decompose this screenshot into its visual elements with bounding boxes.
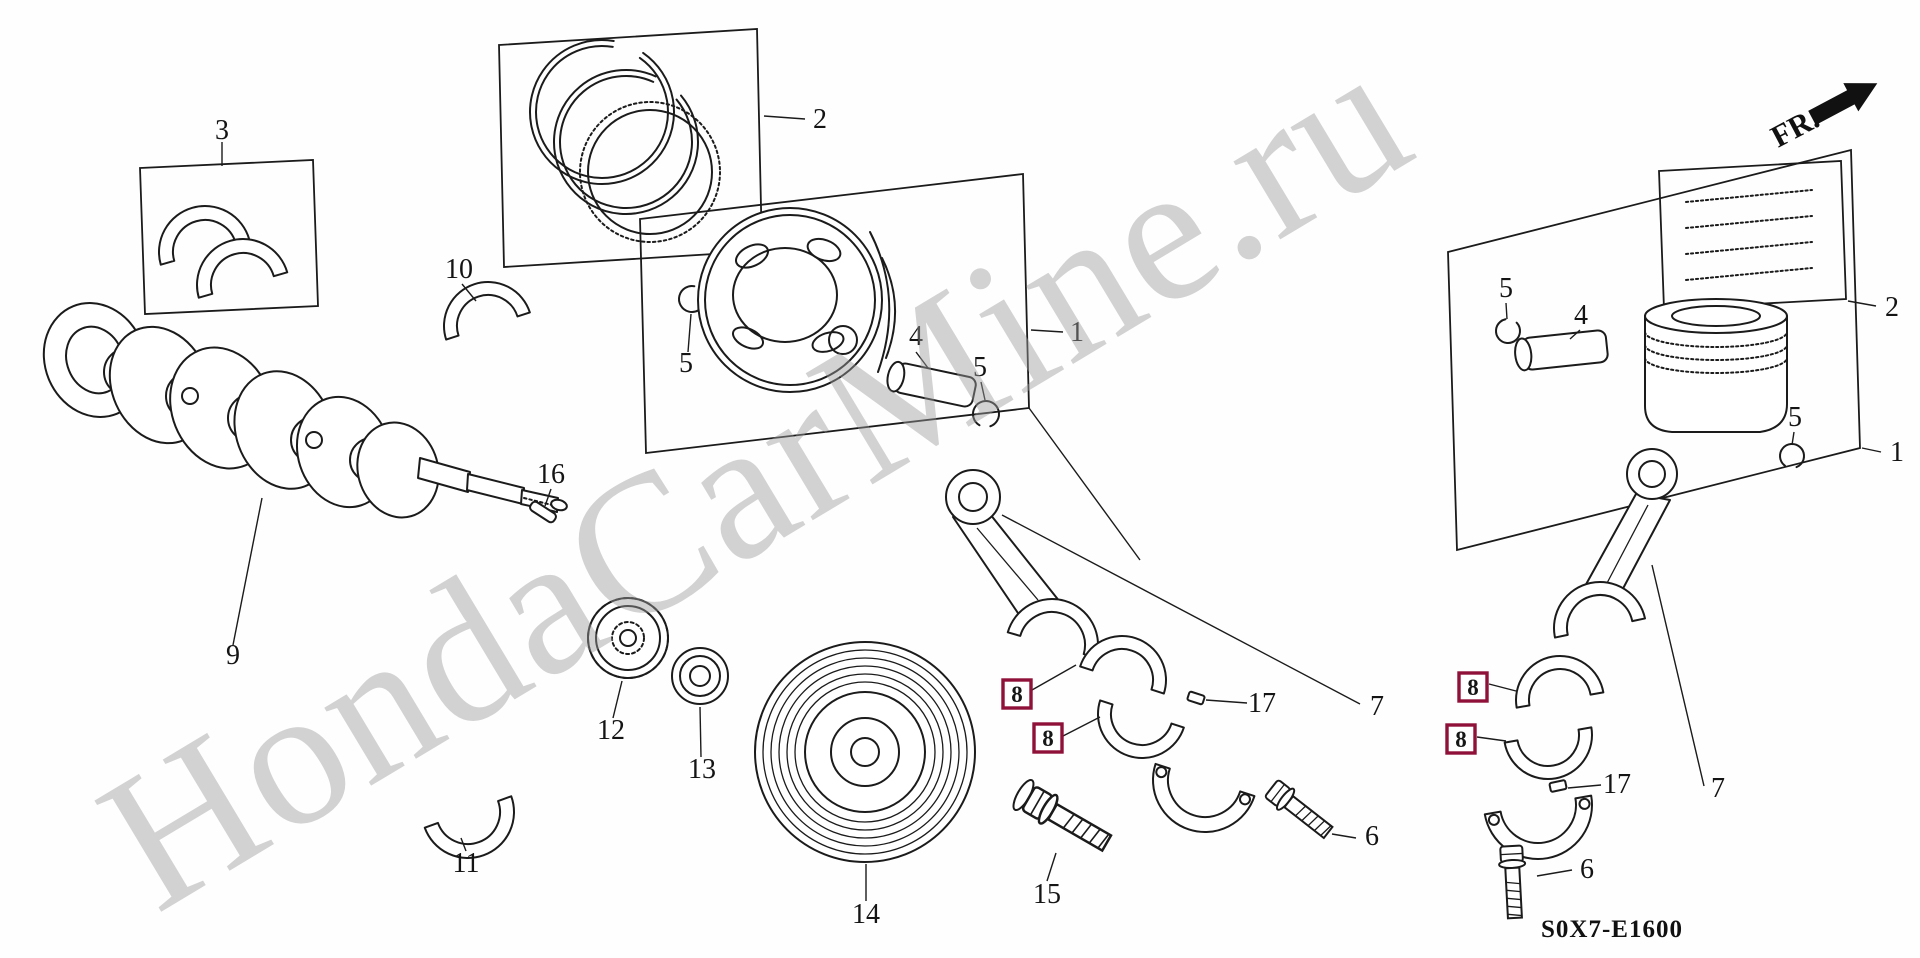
callout-8-highlight-3[interactable]: 8	[1457, 671, 1489, 703]
svg-text:8: 8	[1011, 682, 1023, 707]
callout-13[interactable]: 13	[688, 754, 716, 785]
key-illustration	[529, 500, 557, 524]
callout-14[interactable]: 14	[852, 899, 880, 930]
callout-2-left[interactable]: 2	[813, 104, 827, 135]
callout-5-left-a[interactable]: 5	[679, 348, 693, 379]
rod-bearings-right-illustration	[1503, 655, 1605, 780]
rod-cap-left-illustration	[1152, 762, 1256, 833]
crankshaft-illustration	[42, 302, 568, 519]
main-bearing-upper-illustration	[443, 281, 531, 341]
rod-bearings-left-illustration	[1079, 635, 1185, 759]
pulley-illustration	[754, 641, 976, 863]
callout-6-left[interactable]: 6	[1365, 821, 1379, 852]
callout-17-left[interactable]: 17	[1248, 688, 1276, 719]
svg-text:8: 8	[1467, 675, 1479, 700]
callout-5-left-b[interactable]: 5	[973, 352, 987, 383]
callout-7-right[interactable]: 7	[1711, 773, 1725, 804]
callout-6-right[interactable]: 6	[1580, 854, 1594, 885]
callout-7-left[interactable]: 7	[1370, 691, 1384, 722]
fr-indicator: FR.	[1765, 83, 1878, 154]
piston-ring-set-left-illustration	[498, 28, 763, 268]
callout-4-left[interactable]: 4	[909, 321, 923, 352]
callout-4-right[interactable]: 4	[1574, 300, 1588, 331]
piston-ring-set-right-illustration	[1658, 160, 1847, 310]
callout-12[interactable]: 12	[597, 715, 625, 746]
diagram-code: S0X7-E1600	[1541, 916, 1683, 943]
callout-8-highlight-2[interactable]: 8	[1032, 722, 1064, 754]
seal-illustration	[671, 647, 729, 705]
pulley-bolt-illustration	[1012, 778, 1116, 859]
callout-10[interactable]: 10	[445, 254, 473, 285]
callout-16[interactable]: 16	[537, 459, 565, 490]
callout-17-right[interactable]: 17	[1603, 769, 1631, 800]
main-bearing-lower-illustration	[423, 795, 515, 859]
dowel-left-illustration	[1186, 690, 1206, 706]
callout-5-right-b[interactable]: 5	[1788, 402, 1802, 433]
rod-bolt-left-illustration	[1262, 776, 1338, 844]
svg-text:8: 8	[1042, 726, 1054, 751]
connecting-rod-right-illustration	[1553, 448, 1678, 639]
callout-1-left[interactable]: 1	[1070, 317, 1084, 348]
callout-8-highlight-4[interactable]: 8	[1445, 723, 1477, 755]
callout-9[interactable]: 9	[226, 640, 240, 671]
fr-arrow-icon	[1808, 83, 1878, 126]
dowel-right-illustration	[1548, 779, 1568, 793]
callout-1-right[interactable]: 1	[1890, 437, 1904, 468]
connecting-rod-left-illustration	[945, 469, 1099, 659]
callout-8-highlight-1[interactable]: 8	[1001, 678, 1033, 710]
callout-3[interactable]: 3	[215, 115, 229, 146]
callout-2-right[interactable]: 2	[1885, 292, 1899, 323]
timing-gear-illustration	[587, 597, 669, 679]
piston-assembly-left-illustration	[639, 172, 1030, 455]
callout-5-right-a[interactable]: 5	[1499, 273, 1513, 304]
svg-text:8: 8	[1455, 727, 1467, 752]
piston-assembly-right-illustration	[1447, 148, 1861, 552]
main-bearing-set-illustration	[139, 159, 319, 315]
leader-lines	[221, 115, 1882, 901]
rod-bolt-right-illustration	[1497, 844, 1529, 920]
callout-15[interactable]: 15	[1033, 879, 1061, 910]
callout-11[interactable]: 11	[453, 848, 480, 879]
